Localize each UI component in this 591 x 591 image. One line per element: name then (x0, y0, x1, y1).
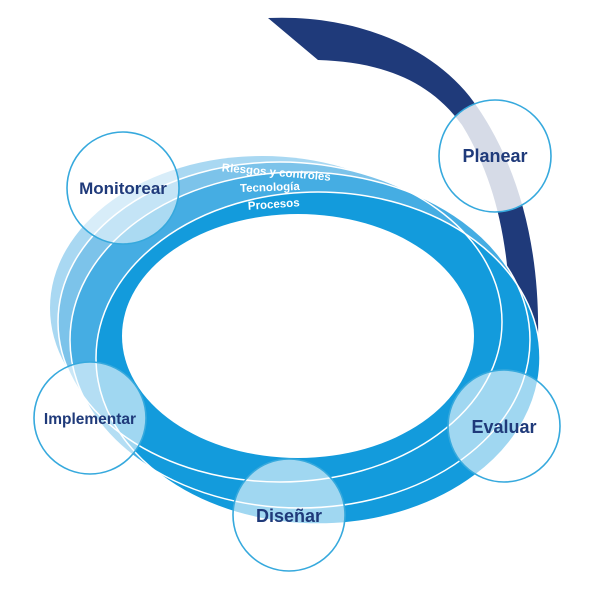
band-label-tecnologia: Tecnología (240, 181, 301, 195)
node-disenar: Diseñar (232, 458, 346, 572)
node-label-evaluar: Evaluar (471, 417, 536, 437)
node-planear: Planear (438, 99, 552, 213)
node-label-planear: Planear (462, 146, 527, 166)
band-label-procesos: Procesos (248, 197, 300, 213)
ring-hole (122, 214, 474, 458)
node-implementar: Implementar (33, 361, 147, 475)
node-label-implementar: Implementar (44, 411, 136, 428)
node-label-monitorear: Monitorear (79, 179, 167, 198)
node-label-disenar: Diseñar (256, 506, 322, 526)
node-monitorear: Monitorear (66, 131, 180, 245)
cycle-arrow (268, 17, 539, 340)
band-label-gente: Gente (259, 217, 293, 232)
node-evaluar: Evaluar (447, 369, 561, 483)
